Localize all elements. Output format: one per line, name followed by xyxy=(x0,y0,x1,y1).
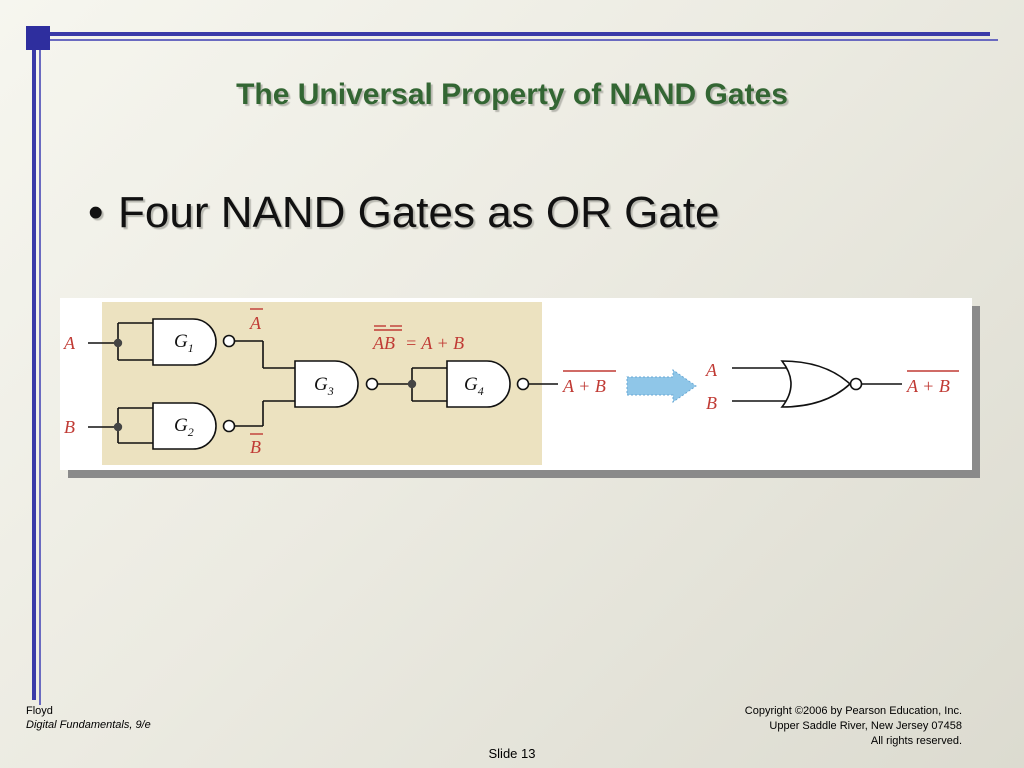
input-b-label: B xyxy=(64,417,75,437)
junction-dot xyxy=(407,379,417,389)
decorative-left-line-thin xyxy=(39,50,41,705)
input-a-label: A xyxy=(63,333,76,353)
nand-gate-g3 xyxy=(294,360,379,408)
b-bar-label: B xyxy=(250,437,261,457)
footer-rights: All rights reserved. xyxy=(870,735,962,747)
decorative-square xyxy=(26,26,50,50)
gate-g4-label: G4 xyxy=(464,374,484,398)
a-bar-label: A xyxy=(249,313,262,333)
decorative-left-line xyxy=(32,50,36,700)
g4-output-label: A + B xyxy=(562,376,606,396)
slide-number: Slide 13 xyxy=(488,746,536,761)
g3-expression-rhs: = A + B xyxy=(405,333,464,353)
decorative-top-line xyxy=(50,32,990,36)
footer-author: Floyd xyxy=(26,705,53,717)
equivalence-arrow-icon xyxy=(626,369,697,403)
footer-copyright: Copyright ©2006 by Pearson Education, In… xyxy=(744,705,962,717)
junction-dot xyxy=(113,422,123,432)
bullet-symbol: • xyxy=(88,188,104,237)
circuit-diagram: G1 G2 G3 G4 A B A B AB = A + B A + B A B… xyxy=(63,302,959,465)
footer-left: Floyd Digital Fundamentals, 9/e xyxy=(26,704,151,732)
slide-title: The Universal Property of NAND Gates xyxy=(236,78,788,111)
junction-dot xyxy=(113,338,123,348)
or-output-label: A + B xyxy=(906,376,950,396)
footer-book: Digital Fundamentals, 9/e xyxy=(26,719,151,731)
bullet-text: Four NAND Gates as OR Gate xyxy=(118,188,720,237)
nand-gate-g2 xyxy=(152,402,236,450)
or-input-b-label: B xyxy=(706,393,717,413)
decorative-top-line-thin xyxy=(50,39,998,41)
nand-gate-g1 xyxy=(152,318,236,366)
nand-or-figure: G1 G2 G3 G4 A B A B AB = A + B A + B A B… xyxy=(60,298,972,470)
bullet-item: • Four NAND Gates as OR Gate xyxy=(88,188,720,238)
gate-g2-label: G2 xyxy=(174,415,194,439)
nand-gate-g4 xyxy=(446,360,530,408)
or-input-a-label: A xyxy=(705,360,718,380)
gate-g3-label: G3 xyxy=(314,374,334,398)
footer-address: Upper Saddle River, New Jersey 07458 xyxy=(769,720,962,732)
footer-right: Copyright ©2006 by Pearson Education, In… xyxy=(745,704,962,749)
gate-g1-label: G1 xyxy=(174,331,194,355)
or-gate xyxy=(780,360,863,408)
g3-expression-lhs: AB xyxy=(372,333,395,353)
